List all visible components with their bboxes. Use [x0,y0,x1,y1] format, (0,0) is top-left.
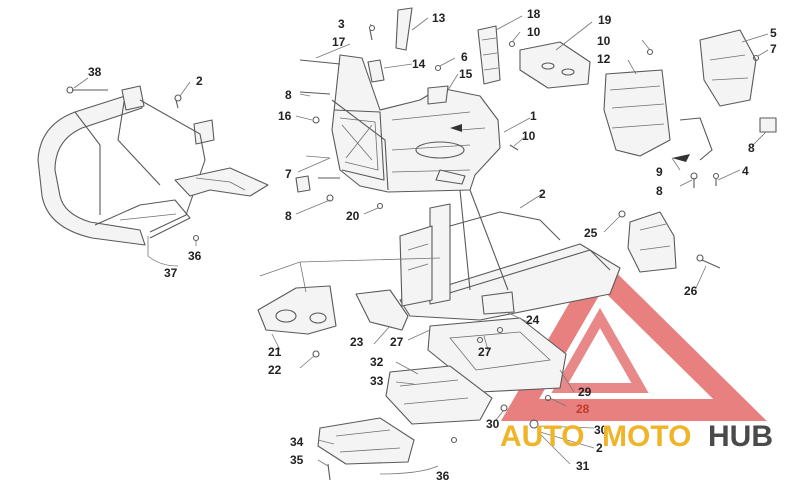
callout-27a: 27 [390,335,404,349]
callout-7b: 8 [748,141,755,155]
callout-2b: 2 [539,187,546,201]
callout-31: 31 [576,459,590,473]
callout-38: 38 [88,65,102,79]
callout-5: 5 [770,26,777,40]
callout-labels: 38 2 36 37 3 17 13 14 6 15 18 10 19 10 1… [88,7,777,483]
main-frame [399,189,721,321]
callout-24: 25 [584,226,598,240]
callout-12: 13 [432,11,446,25]
callout-32: 32 [370,355,384,369]
callout-26: 27 [478,345,492,359]
callout-8b: 8 [285,209,292,223]
watermark-text-moto: MOTO [602,420,691,453]
callout-36a: 36 [188,249,202,263]
callout-27b: 28 [576,402,590,416]
callout-19: 20 [346,209,360,223]
callout-18: 19 [598,13,612,27]
callout-14: 15 [459,67,473,81]
callout-34: 34 [290,435,304,449]
callout-37: 37 [164,266,178,280]
callout-33: 33 [370,374,384,388]
callout-35: 35 [290,453,304,467]
callout-29: 30 [486,417,500,431]
callout-1: 1 [530,109,537,123]
callout-2c: 2 [596,441,603,455]
skid-plates [257,285,567,481]
callout-3: 3 [338,17,345,31]
callout-30: 30 [594,423,608,437]
callout-36b: 36 [436,469,450,483]
callout-9: 9 [656,165,663,179]
watermark-triangle [500,254,767,421]
leader-lines [73,15,769,467]
callout-2a: 2 [196,74,203,88]
callout-6b: 7 [770,42,777,56]
callout-4: 4 [742,164,749,178]
callout-10a: 10 [527,25,541,39]
callout-7a: 7 [285,167,292,181]
callout-16: 17 [332,35,346,49]
callout-10b: 10 [597,34,611,48]
callout-15: 16 [278,109,292,123]
callout-11: 12 [597,52,611,66]
callout-8c: 8 [656,184,663,198]
callout-13: 14 [412,57,426,71]
callout-20: 21 [268,345,282,359]
callout-6a: 6 [461,50,468,64]
front-panel-assembly [295,7,591,210]
callout-22: 23 [350,335,364,349]
watermark-text-auto: AUTO [500,420,584,453]
callout-25: 26 [684,284,698,298]
callout-23: 24 [526,313,540,327]
callout-21: 22 [268,363,282,377]
watermark-text-hub: HUB [708,420,773,453]
watermark-wordmark: AUTO MOTO HUB [500,420,773,453]
callout-17: 18 [527,7,541,21]
callout-8a: 8 [285,88,292,102]
callout-28: 29 [578,385,592,399]
front-bumper [37,85,269,267]
callout-10c: 10 [522,129,536,143]
watermark-logo [500,254,767,421]
right-side-panel [603,29,777,188]
